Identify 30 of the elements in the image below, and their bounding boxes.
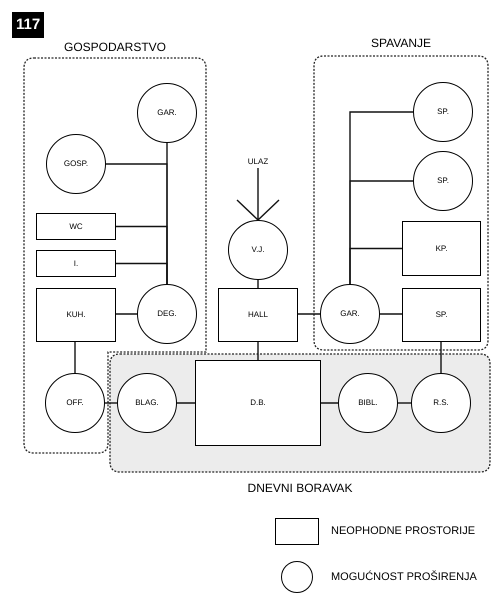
room-box: SP. — [402, 288, 481, 342]
room-box: HALL — [218, 288, 298, 342]
entrance-label: ULAZ — [236, 155, 280, 168]
legend-text: NEOPHODNE PROSTORIJE — [331, 524, 476, 540]
group-title: GOSPODARSTVO — [62, 40, 168, 54]
connector-line — [177, 402, 195, 404]
connector-line — [398, 402, 411, 404]
room-box: WC — [36, 213, 116, 240]
arrow — [236, 168, 280, 221]
connector-line — [298, 313, 320, 315]
room-box: D.B. — [195, 360, 321, 446]
room-box: KUH. — [36, 288, 116, 342]
connector-line — [380, 313, 402, 315]
connector-line — [74, 342, 76, 373]
connector-line — [257, 280, 259, 288]
connector-line — [349, 248, 402, 284]
connector-line — [116, 313, 137, 315]
room-box: KP. — [402, 221, 481, 276]
room-box: I. — [36, 250, 116, 277]
connector-line — [105, 402, 117, 404]
group-title: SPAVANJE — [370, 36, 432, 50]
figure-number: 117 — [12, 12, 44, 38]
dotted-group-region — [312, 36, 490, 352]
connector-line — [116, 262, 168, 284]
dotted-group-region — [108, 353, 492, 495]
connector-line — [257, 342, 259, 360]
connector-line — [440, 342, 442, 373]
legend-text: MOGUĆNOST PROŠIRENJA — [331, 569, 477, 585]
connector-line — [321, 402, 338, 404]
group-title: DNEVNI BORAVAK — [246, 481, 354, 495]
